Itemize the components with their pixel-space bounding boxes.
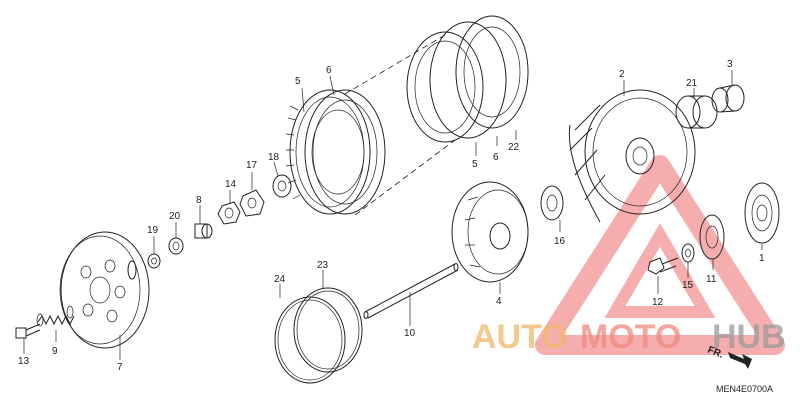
part-label-1: 1: [759, 253, 765, 264]
part-label-11: 11: [706, 274, 717, 285]
watermark-logo: AUTO MOTO HUB: [472, 318, 786, 356]
part-label-23: 23: [317, 260, 329, 271]
clutch-disc-stack-rear: [406, 15, 529, 143]
front-arrow-icon: [728, 352, 752, 369]
part-label-22: 22: [508, 142, 520, 153]
part-label-8: 8: [196, 195, 202, 206]
watermark-triangle: [535, 155, 785, 355]
part-label-12: 12: [652, 297, 664, 308]
part-label-16: 16: [554, 236, 566, 247]
clutch-outer: [568, 89, 696, 223]
clutch-spring: [36, 305, 75, 327]
push-rod-10: [363, 263, 459, 319]
part-label-17: 17: [246, 160, 258, 171]
ring-24: [274, 296, 346, 384]
watermark-text-auto: AUTO: [472, 318, 568, 356]
part-label-24: 24: [274, 274, 286, 285]
bolt-12: [647, 257, 679, 275]
part-label-10: 10: [404, 328, 416, 339]
washer-15: [681, 243, 695, 263]
drawing-code: MEN4E0700A: [716, 384, 773, 394]
part-label-13: 13: [18, 356, 30, 367]
part-label-14: 14: [225, 179, 237, 190]
primary-gear-1: [744, 182, 780, 244]
washer-18: [272, 174, 292, 198]
leader-lines: [23, 70, 763, 360]
part-label-21: 21: [686, 78, 698, 89]
part-label-5a: 5: [295, 76, 301, 87]
bolt-13: [15, 323, 41, 339]
part-label-2: 2: [619, 69, 625, 80]
part-label-7: 7: [117, 362, 123, 373]
part-label-15: 15: [682, 280, 694, 291]
pressure-plate: [59, 231, 150, 349]
clutch-center: [451, 181, 529, 283]
bearing-20: [168, 237, 184, 255]
washer-19: [147, 253, 161, 269]
ring-23: [293, 287, 363, 373]
thrust-washer-16: [540, 185, 564, 221]
part-label-19: 19: [147, 225, 159, 236]
part-label-5b: 5: [472, 159, 478, 170]
needle-bearing-21: [675, 95, 718, 129]
part-label-4: 4: [496, 296, 502, 307]
alignment-line-bottom: [354, 139, 456, 216]
watermark-text-hub: HUB: [712, 318, 786, 356]
part-label-6a: 6: [326, 65, 332, 76]
part-label-9: 9: [52, 346, 58, 357]
lock-washer-17: [239, 189, 265, 217]
lifter-piece-8: [194, 223, 213, 239]
gear-11: [699, 214, 725, 260]
part-label-3: 3: [727, 59, 733, 70]
watermark-text-moto: MOTO: [580, 318, 681, 356]
nut-14: [217, 201, 241, 225]
part-label-6b: 6: [493, 152, 499, 163]
collar-3: [711, 84, 745, 113]
part-label-20: 20: [169, 211, 181, 222]
part-label-18: 18: [268, 152, 280, 163]
clutch-disc-stack-front: [285, 89, 386, 215]
